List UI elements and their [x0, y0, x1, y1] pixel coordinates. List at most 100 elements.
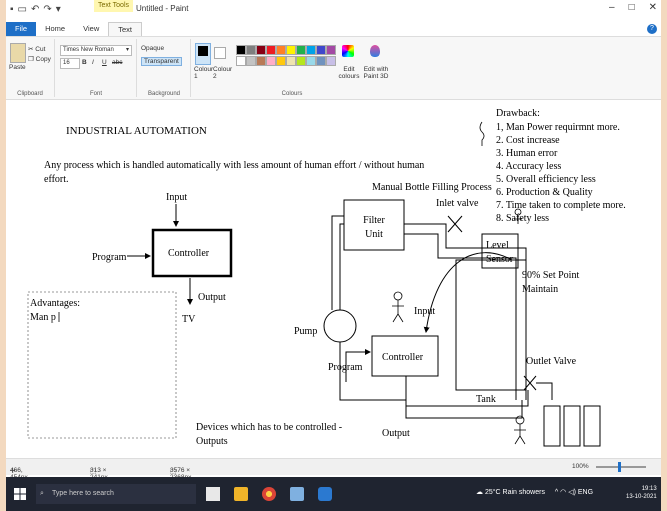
palette-swatch[interactable]: [256, 45, 266, 55]
strikethrough-button[interactable]: abc: [112, 59, 123, 66]
canvas-drawing: INDUSTRIAL AUTOMATION Any process which …: [27, 108, 626, 447]
output-label: Output: [198, 292, 226, 303]
tab-home[interactable]: Home: [45, 24, 66, 33]
palette-swatch[interactable]: [276, 45, 286, 55]
definition-line2: effort.: [44, 174, 69, 185]
opaque-button[interactable]: Opaque: [141, 45, 165, 52]
palette-swatch[interactable]: [266, 45, 276, 55]
palette-swatch[interactable]: [306, 45, 316, 55]
palette-swatch[interactable]: [276, 56, 286, 66]
colour2-swatch[interactable]: [214, 47, 226, 59]
sensor-to-controller-arrow: [423, 252, 513, 333]
italic-button[interactable]: I: [92, 59, 94, 66]
close-button[interactable]: ✕: [648, 2, 657, 13]
zoom-slider[interactable]: [596, 466, 646, 468]
drawback-item: 1, Man Power requirmnt more.: [496, 122, 620, 133]
palette-swatch[interactable]: [286, 56, 296, 66]
operator-figure-1: [392, 291, 404, 323]
status-bar: ✛ 466, 454px ⬚ 313 × 241px ⬚ 3576 × 2368…: [6, 458, 661, 481]
minimize-button[interactable]: –: [609, 2, 615, 13]
heading-text: INDUSTRIAL AUTOMATION: [66, 125, 207, 137]
tab-view[interactable]: View: [83, 24, 100, 33]
colours-group-label: Colours: [281, 91, 303, 97]
palette-swatch[interactable]: [316, 56, 326, 66]
edit-with-paint3d-button[interactable]: Edit with Paint 3D: [363, 66, 389, 80]
window-controls: – □ ✕: [609, 2, 657, 13]
maximize-button[interactable]: □: [628, 2, 635, 13]
edit-colours-button[interactable]: Edit colours: [338, 66, 360, 80]
colour1-button[interactable]: [195, 43, 211, 65]
pump-pipe: [339, 223, 344, 310]
transparent-button[interactable]: Transparent: [141, 57, 182, 66]
window-title: Untitled - Paint: [136, 4, 189, 13]
keyboard-language[interactable]: ENG: [577, 489, 594, 496]
copy-button[interactable]: ❐ Copy: [28, 56, 51, 63]
outlet-valve-symbol: [523, 375, 537, 391]
definition-line1: Any process which is handled automatical…: [44, 160, 424, 171]
customize-qat-icon[interactable]: ▾: [55, 4, 61, 15]
ribbon: Paste ✂ Cut ❐ Copy Clipboard Times New R…: [6, 37, 661, 100]
save-disk-icon[interactable]: ▭: [17, 4, 27, 15]
font-family-select[interactable]: Times New Roman▾: [60, 45, 132, 56]
paint3d-icon[interactable]: [370, 45, 380, 57]
palette-swatch[interactable]: [266, 56, 276, 66]
edit-colours-icon[interactable]: [342, 45, 354, 57]
help-icon[interactable]: ?: [647, 24, 657, 34]
palette-swatch[interactable]: [316, 45, 326, 55]
palette-swatch[interactable]: [326, 45, 336, 55]
weather-icon: ☁: [476, 489, 483, 496]
colours-group: Colour 1 Colour 2 Edit colours Edit with…: [192, 39, 392, 97]
palette-swatch[interactable]: [236, 56, 246, 66]
tab-text[interactable]: Text: [108, 22, 142, 36]
task-view-icon[interactable]: [206, 487, 220, 501]
tray-chevron-icon[interactable]: ^: [554, 489, 559, 496]
drawback-item: 5. Overall efficiency less: [496, 174, 596, 185]
paint-window: ▪ ▭ ↶ ↷ ▾ Text Tools Untitled - Paint – …: [6, 0, 661, 511]
file-explorer-icon[interactable]: [234, 487, 248, 501]
bold-button[interactable]: B: [82, 59, 87, 66]
colour1-swatch: [198, 46, 208, 56]
taskbar-search-input[interactable]: ⌕ Type here to search: [36, 484, 196, 504]
palette-swatch[interactable]: [326, 56, 336, 66]
zoom-slider-thumb[interactable]: [618, 462, 621, 472]
redo-icon[interactable]: ↷: [43, 4, 52, 15]
windows-start-icon[interactable]: [14, 488, 26, 500]
palette-swatch[interactable]: [296, 56, 306, 66]
network-icon[interactable]: ◠: [560, 489, 567, 496]
devices-line2: Outputs: [196, 436, 228, 447]
paste-button[interactable]: Paste: [9, 64, 26, 71]
pump-label: Pump: [294, 326, 317, 337]
drawback-item: 4. Accuracy less: [496, 161, 561, 172]
search-icon: ⌕: [40, 490, 44, 497]
volume-icon[interactable]: ◁): [568, 489, 576, 496]
font-size-select[interactable]: 16: [60, 58, 80, 69]
save-icon[interactable]: ▪: [10, 4, 14, 15]
controller-output-line: [405, 376, 529, 407]
return-pipe: [339, 342, 523, 419]
palette-swatch[interactable]: [256, 56, 266, 66]
palette-swatch[interactable]: [296, 45, 306, 55]
drawback-title: Drawback:: [496, 108, 540, 119]
palette-swatch[interactable]: [306, 56, 316, 66]
tab-file[interactable]: File: [6, 22, 37, 36]
palette-swatch[interactable]: [286, 45, 296, 55]
taskbar-clock[interactable]: 19:13 13-10-2021: [626, 485, 657, 501]
underline-button[interactable]: U: [102, 59, 107, 66]
advantages-textbox[interactable]: [27, 291, 177, 439]
weather-text[interactable]: 25°C Rain showers: [484, 489, 545, 496]
palette-swatch[interactable]: [246, 56, 256, 66]
app-icon[interactable]: [318, 487, 332, 501]
cut-button[interactable]: ✂ Cut: [28, 46, 46, 53]
drawback-item: 8. Safety less: [496, 213, 549, 224]
inlet-valve-label: Inlet valve: [436, 198, 479, 209]
drawing-canvas[interactable]: INDUSTRIAL AUTOMATION Any process which …: [6, 100, 661, 458]
paste-icon[interactable]: [10, 43, 26, 63]
colour1-label: Colour 1: [194, 66, 214, 80]
paint-app-icon[interactable]: [290, 487, 304, 501]
pump-pipe-outer: [331, 215, 344, 310]
chrome-icon[interactable]: [262, 487, 276, 501]
bottle-1: [543, 405, 561, 447]
palette-swatch[interactable]: [236, 45, 246, 55]
palette-swatch[interactable]: [246, 45, 256, 55]
undo-icon[interactable]: ↶: [31, 4, 40, 15]
